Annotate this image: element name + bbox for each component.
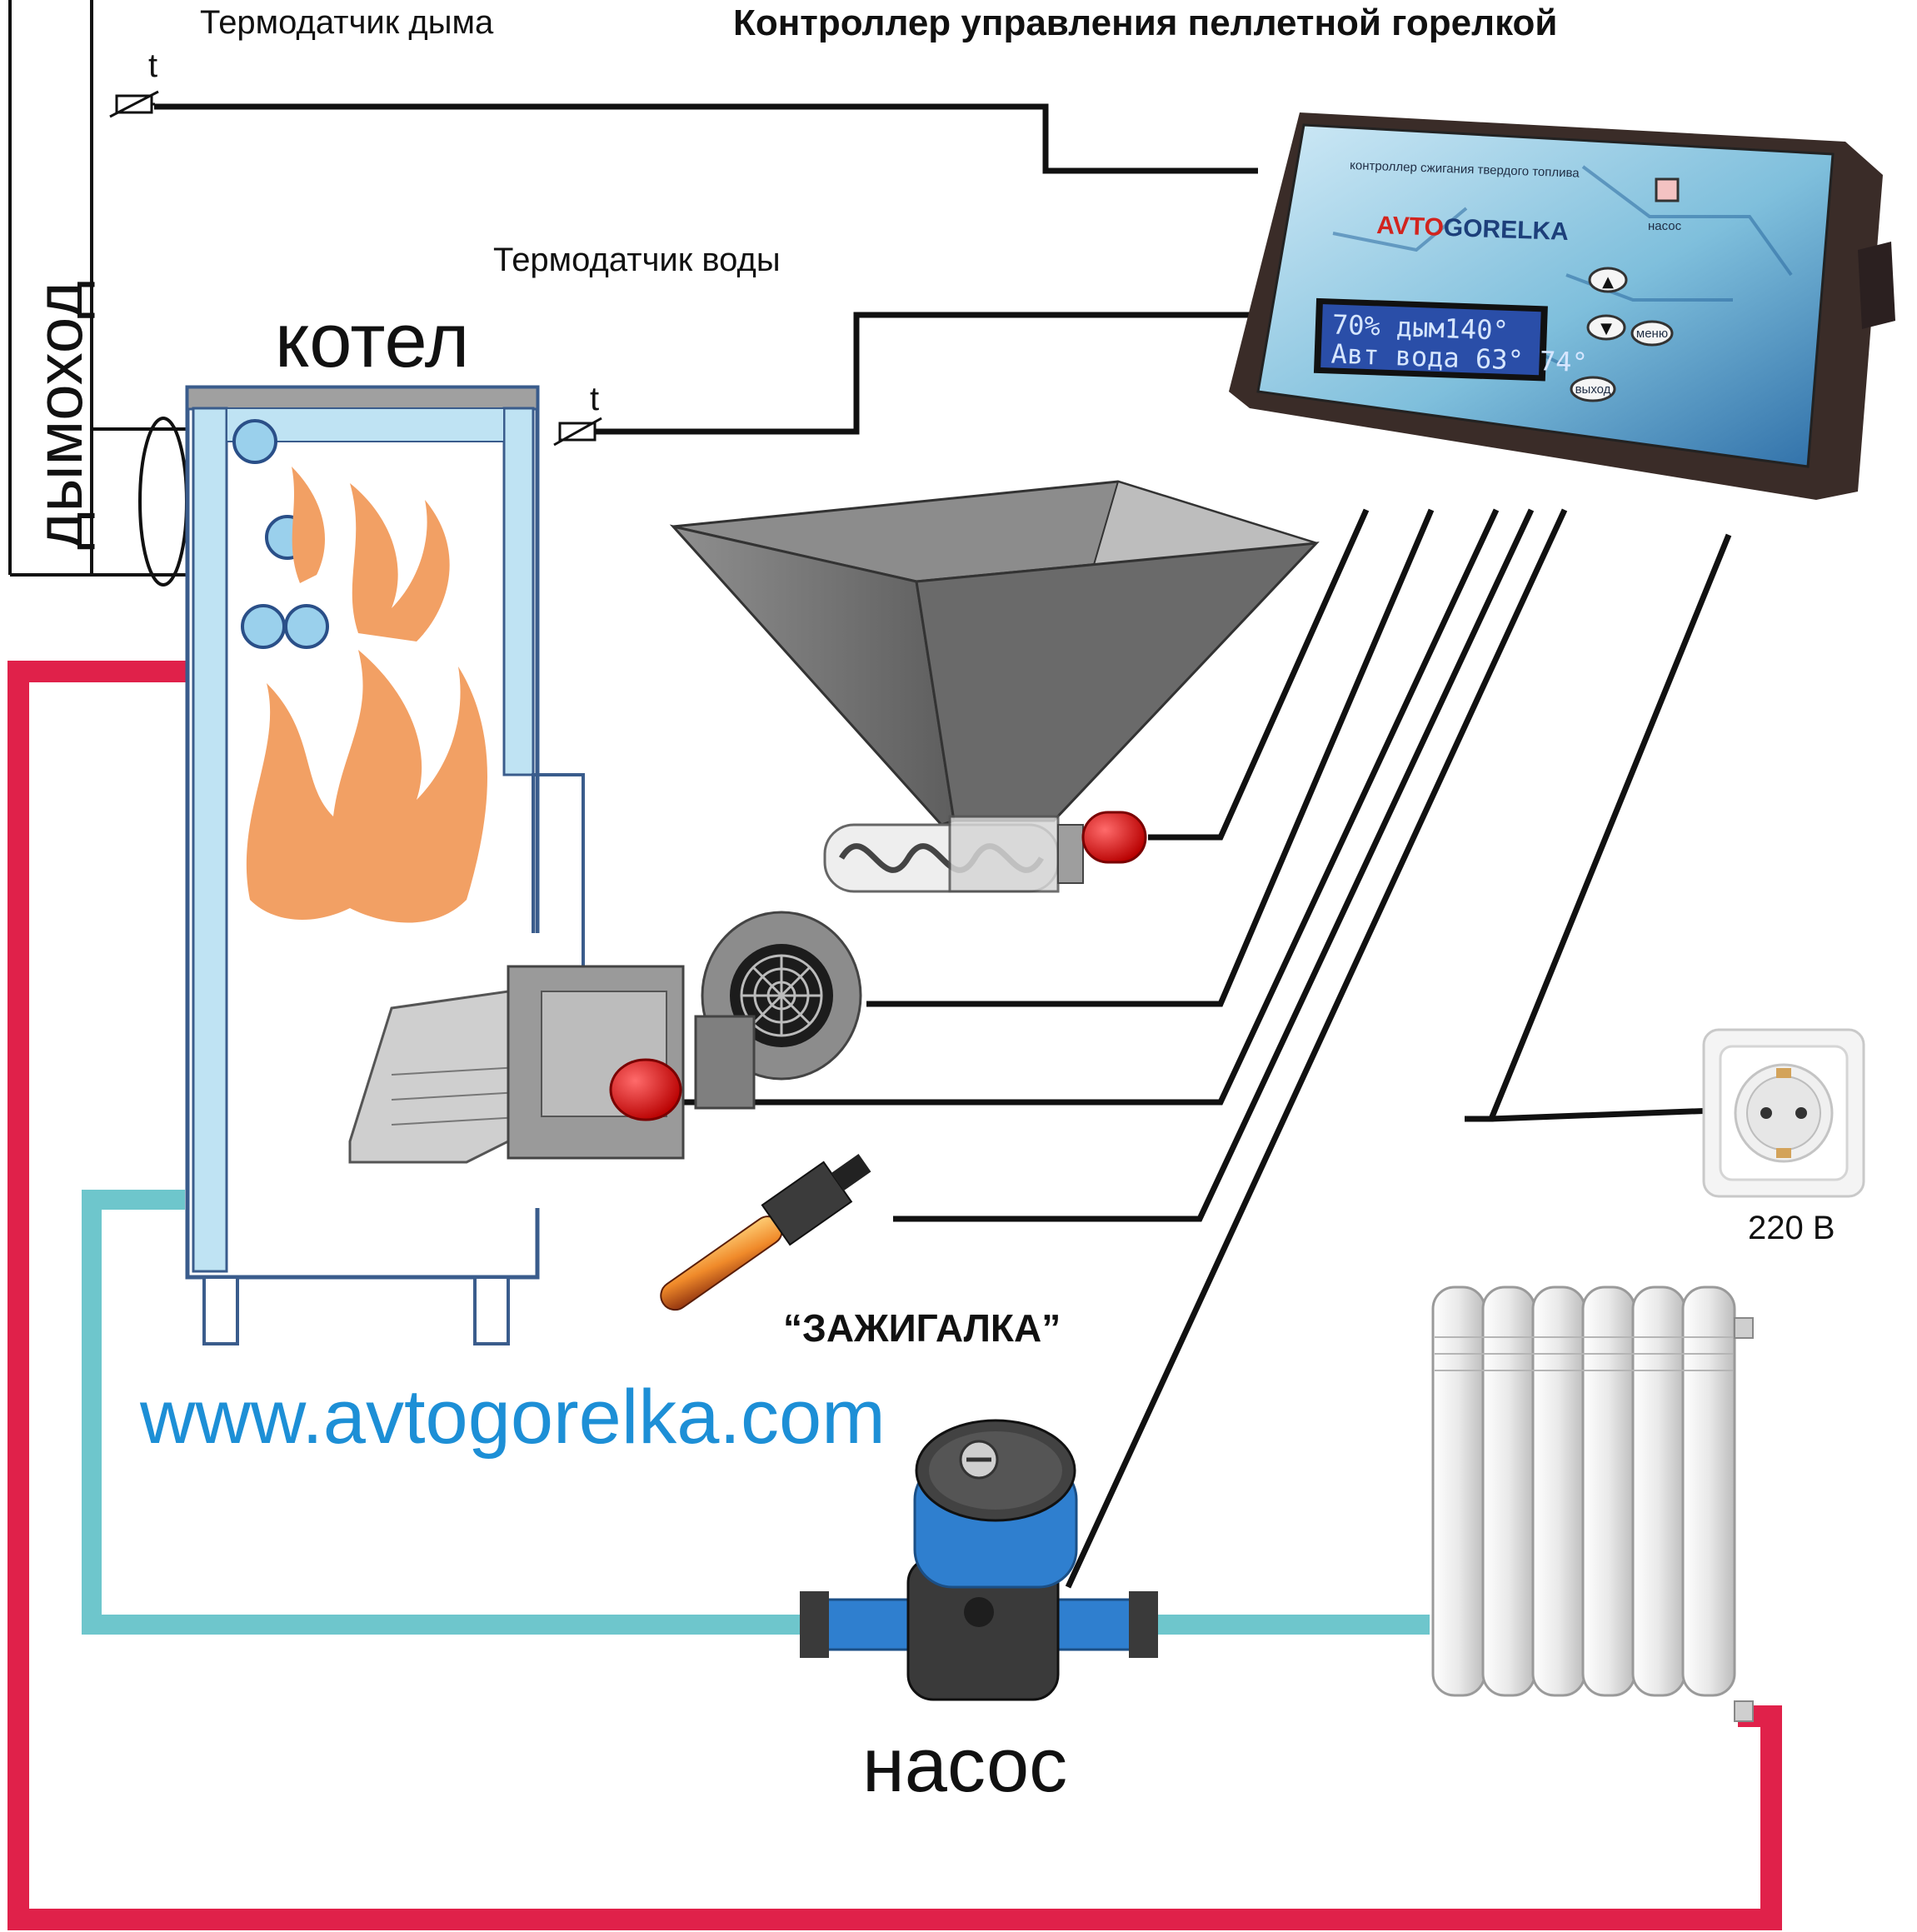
igniter-wire <box>893 508 1535 1222</box>
water-sensor-wire <box>595 312 1258 435</box>
circulation-pump: насос <box>800 1419 1158 1808</box>
water-sensor-symbol: t <box>590 381 599 417</box>
smoke-sensor-wire <box>154 103 1258 174</box>
down-button[interactable] <box>1586 314 1626 341</box>
smoke-sensor: t <box>109 47 159 118</box>
website-url[interactable]: www.avtogorelka.com <box>139 1375 886 1460</box>
power-socket: 220 В <box>1702 1028 1865 1246</box>
up-arrow-icon: ▲ <box>1602 273 1614 291</box>
up-button[interactable] <box>1588 267 1628 293</box>
chimney: дымоход <box>8 0 193 587</box>
flame-graphic <box>246 467 487 923</box>
pump-label: насос <box>862 1723 1067 1808</box>
burner-motor <box>609 1058 682 1121</box>
water-sensor-label: Термодатчик воды <box>493 242 781 278</box>
igniter-label: “ЗАЖИГАЛКА” <box>783 1306 1061 1350</box>
burner-wire <box>683 508 1500 1106</box>
pump-indicator-label: насос <box>1648 219 1682 233</box>
smoke-sensor-symbol: t <box>148 47 157 84</box>
hot-pipe-loop <box>7 661 1782 1930</box>
pellet-hopper <box>669 480 1320 826</box>
pump-indicator-light <box>1655 177 1680 202</box>
auger-motor-wire <box>1148 508 1370 841</box>
water-sensor: t <box>553 381 602 447</box>
pump-wire <box>1065 508 1568 1589</box>
chimney-label: дымоход <box>22 281 96 550</box>
menu-button-label: меню <box>1636 327 1668 341</box>
return-pipe-loop <box>82 1190 1430 1635</box>
socket-voltage-label: 220 В <box>1748 1210 1835 1246</box>
lcd-line-1: 70% дым140° <box>1331 309 1509 347</box>
controller-unit: контроллер сжигания твердого топлива AVT… <box>1229 112 1895 500</box>
radiator <box>1431 1286 1754 1722</box>
menu-button[interactable] <box>1630 320 1674 347</box>
power-wire <box>1465 533 1732 1122</box>
diagram-title: Контроллер управления пеллетной горелкой <box>733 2 1557 43</box>
exit-button-label: выход <box>1575 382 1611 397</box>
igniter: “ЗАЖИГАЛКА” <box>660 1154 1061 1350</box>
pellet-burner <box>321 933 685 1208</box>
controller-brand: AVTOGORELKA <box>1376 212 1570 246</box>
down-arrow-icon: ▼ <box>1600 320 1612 337</box>
exit-button[interactable] <box>1570 376 1616 402</box>
auger-motor <box>1081 811 1147 864</box>
auger-feeder <box>823 811 1147 893</box>
fan-wire <box>866 508 1435 1007</box>
boiler-label: котел <box>275 298 469 383</box>
smoke-sensor-label: Термодатчик дыма <box>200 4 494 41</box>
lcd-display: 70% дым140° Авт вода 63° 74° <box>1313 297 1588 382</box>
blower-fan <box>694 911 862 1110</box>
